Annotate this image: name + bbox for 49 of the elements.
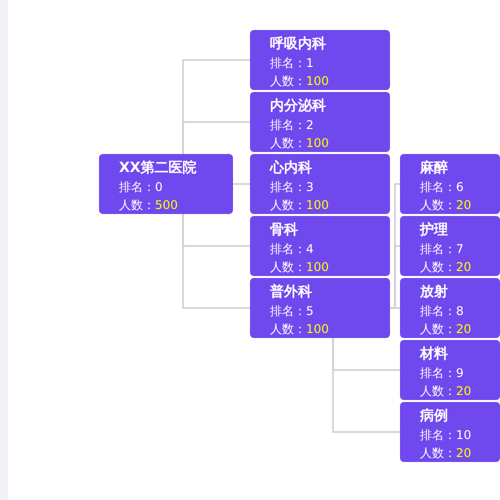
node-title: 护理 — [420, 220, 449, 240]
count-text: 人数：100 — [270, 197, 330, 214]
connector-line — [233, 183, 250, 185]
rank-text: 排名：6 — [420, 179, 465, 196]
node-title: 病例 — [420, 407, 449, 426]
count-text: 人数：100 — [270, 259, 330, 276]
count-text: 人数：20 — [420, 259, 472, 276]
node-title: XX第二医院 — [119, 159, 198, 178]
node-card — [400, 278, 500, 338]
connector-line — [182, 214, 250, 309]
rank-text: 排名：4 — [270, 241, 315, 258]
count-text: 人数：500 — [119, 197, 179, 214]
count-text: 人数：20 — [420, 197, 472, 214]
count-text: 人数：100 — [270, 321, 330, 338]
rank-text: 排名：7 — [420, 241, 465, 258]
connector-line — [390, 307, 400, 309]
node-card — [250, 278, 390, 338]
node-title: 心内科 — [270, 158, 313, 178]
node-title: 内分泌科 — [270, 97, 327, 116]
rank-text: 排名：3 — [270, 179, 315, 196]
node-title: 呼吸内科 — [270, 35, 327, 54]
node-card — [400, 402, 500, 462]
node-title: 普外科 — [270, 282, 313, 302]
node-title: 骨科 — [270, 221, 299, 240]
rank-text: 排名：8 — [420, 303, 465, 320]
node-card — [250, 30, 390, 90]
node-card — [400, 216, 500, 276]
node-card — [99, 154, 233, 214]
rank-text: 排名：10 — [420, 427, 472, 444]
rank-text: 排名：5 — [270, 303, 315, 320]
node-card — [250, 216, 390, 276]
node-title: 麻醉 — [420, 159, 449, 178]
rank-text: 排名：9 — [420, 365, 465, 382]
rank-text: 排名：0 — [119, 179, 164, 196]
rank-text: 排名：1 — [270, 55, 315, 72]
node-card — [400, 340, 500, 400]
count-text: 人数：20 — [420, 383, 472, 400]
count-text: 人数：100 — [270, 135, 330, 152]
rank-text: 排名：2 — [270, 117, 315, 134]
count-text: 人数：20 — [420, 445, 472, 462]
node-card — [250, 92, 390, 152]
count-text: 人数：20 — [420, 321, 472, 338]
node-card — [400, 154, 500, 214]
node-title: 材料 — [420, 345, 449, 364]
node-card — [250, 154, 390, 214]
connector-line — [182, 121, 250, 154]
node-title: 放射 — [420, 283, 449, 302]
count-text: 人数：100 — [270, 73, 330, 90]
connector-line — [332, 338, 400, 433]
